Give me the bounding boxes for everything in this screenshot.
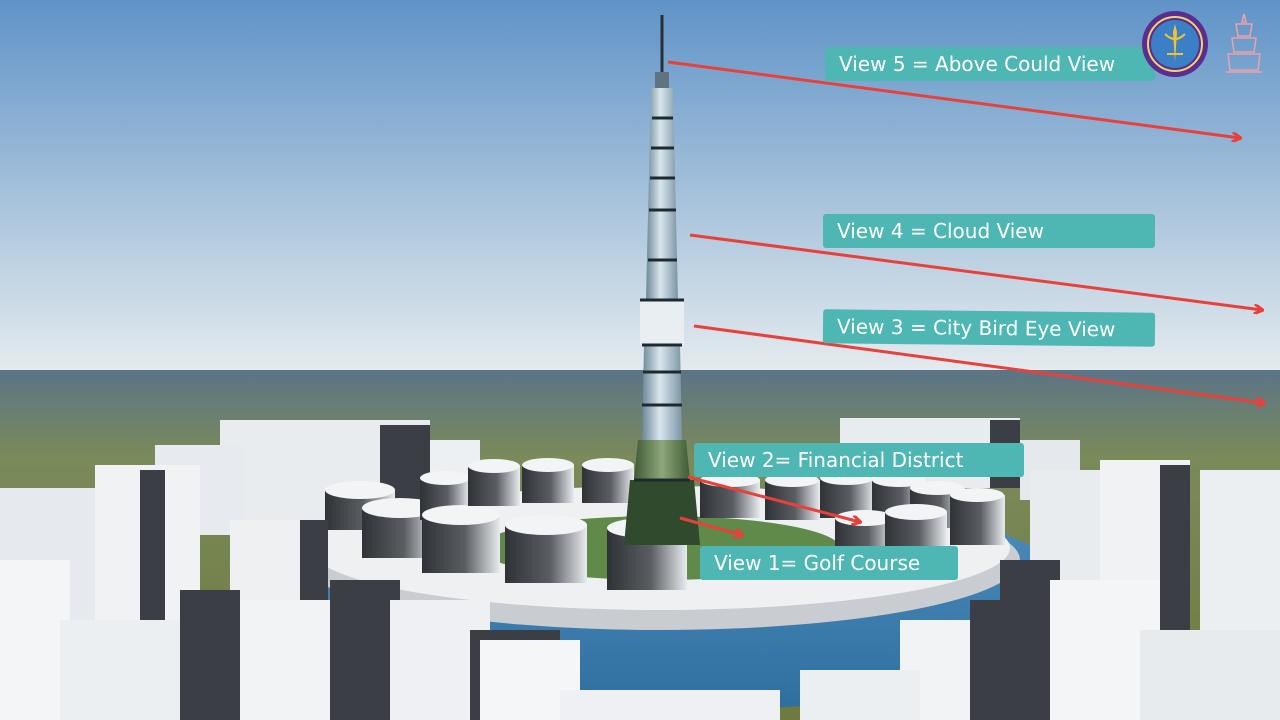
arrow-view4	[689, 233, 1262, 310]
view4-label: View 4 = Cloud View	[823, 214, 1155, 248]
arrow-view1	[679, 516, 742, 535]
view2-label: View 2= Financial District	[694, 443, 1024, 477]
view5-label: View 5 = Above Could View	[825, 47, 1155, 81]
phra-kiao-emblem-icon	[1226, 13, 1262, 73]
tower	[624, 15, 700, 545]
view-arrows	[667, 60, 1264, 535]
view1-label: View 1= Golf Course	[700, 546, 958, 580]
university-seal-icon	[1142, 11, 1208, 77]
foreground-buildings	[0, 460, 1280, 720]
arrow-view2	[687, 475, 860, 522]
view3-label: View 3 = City Bird Eye View	[822, 309, 1156, 347]
arrow-view3	[693, 324, 1264, 403]
arrow-view5	[667, 60, 1240, 138]
